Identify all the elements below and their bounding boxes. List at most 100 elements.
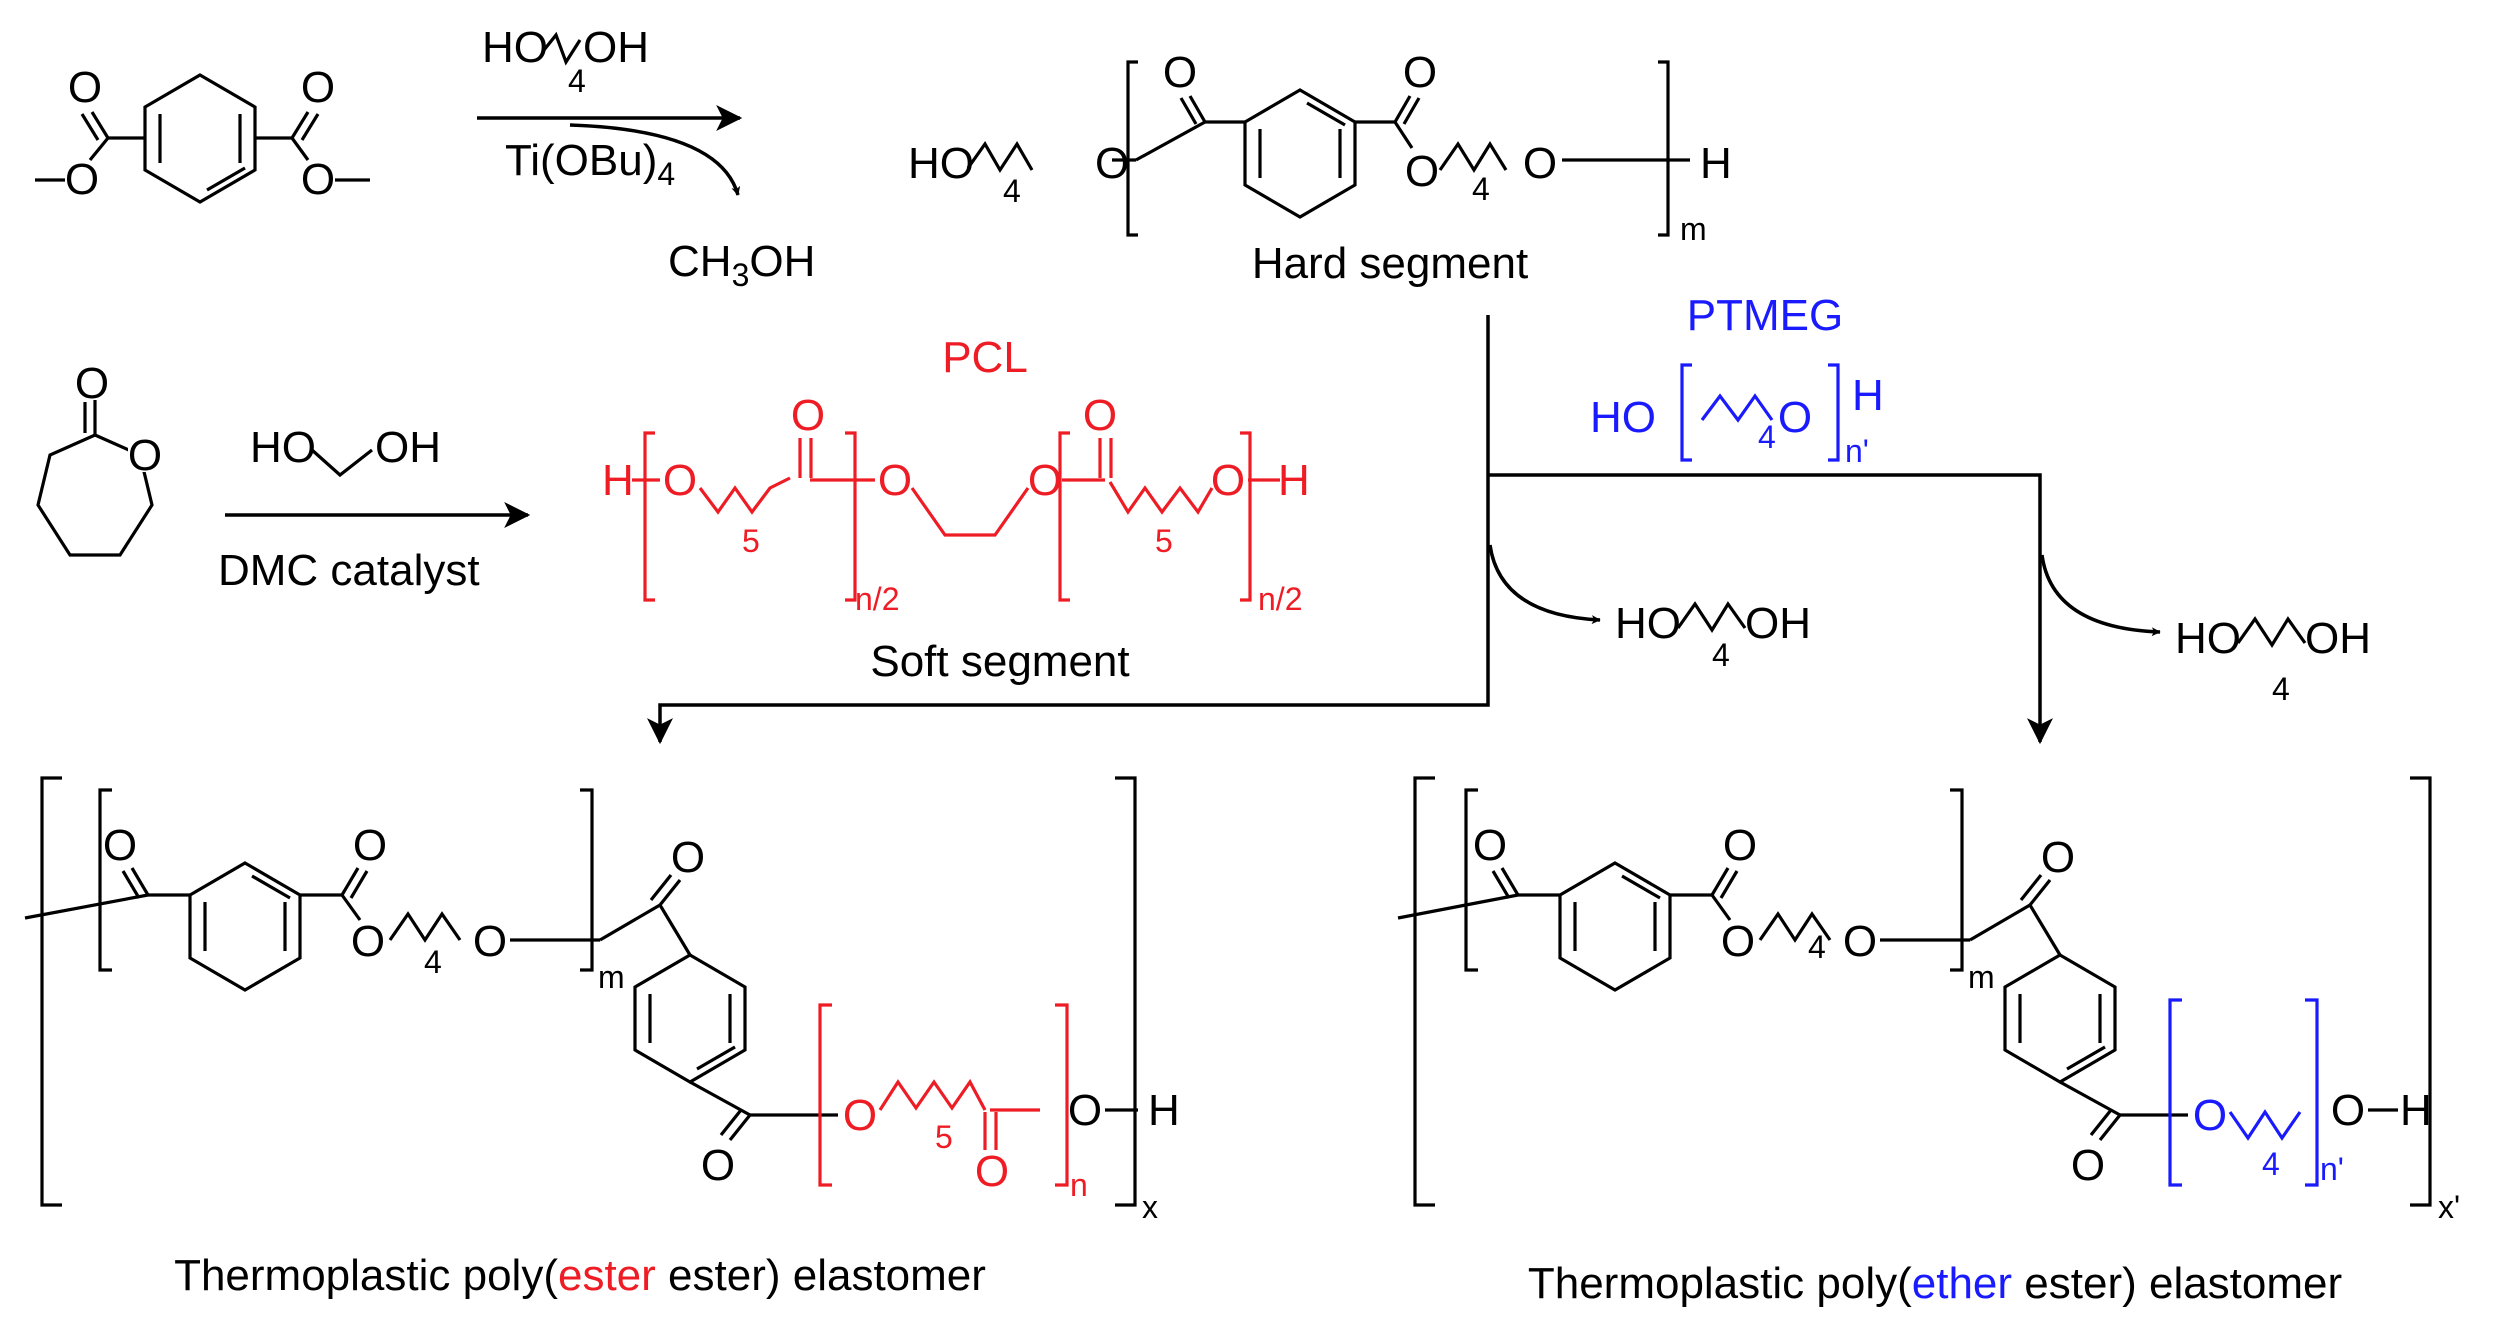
- carbonyl-bond: [290, 111, 310, 139]
- hard-segment-structure: HO 4 O O O O 4 O m H Hard segment: [908, 48, 1732, 288]
- pentylene-chain: [698, 476, 791, 515]
- ester-oxygen: O: [65, 155, 99, 204]
- ptmeg-oxygen: O: [1778, 393, 1812, 442]
- soft-bracket-right: [1055, 1003, 1069, 1187]
- hard-repeat-m: m: [1968, 959, 1995, 995]
- dmc-catalyst-label: DMC catalyst: [218, 546, 480, 595]
- ptmeg-structure: PTMEG HO 4 O n' H: [1590, 291, 1884, 469]
- carbonyl-bond: [300, 113, 320, 141]
- hard-bracket-left: [98, 788, 112, 972]
- ester-oxygen: O: [1843, 917, 1877, 966]
- carbonyl-oxygen: O: [1403, 48, 1437, 97]
- carbonyl-bond: [1500, 867, 1520, 896]
- hard-end-group-ho: HO: [908, 139, 974, 188]
- ptmeg-chain-subscript: 4: [1758, 419, 1776, 455]
- soft-oxygen: O: [2193, 1091, 2227, 1140]
- bond: [599, 903, 661, 942]
- flow-arrows: [647, 315, 2161, 745]
- carbonyl-oxygen: O: [791, 391, 825, 440]
- diol-release-arrow-2: [2040, 554, 2161, 637]
- carbonyl-oxygen: O: [353, 821, 387, 870]
- hard-end-group-h: H: [1700, 139, 1732, 188]
- bond: [1393, 121, 1414, 149]
- pentylene-chain: [1108, 481, 1214, 515]
- carbonyl-bond: [340, 867, 360, 896]
- carbonyl-bond: [2028, 879, 2052, 906]
- tpee-ester-ester-caption: Thermoplastic poly(ester ester) elastome…: [174, 1251, 986, 1300]
- ester-oxygen: O: [351, 917, 385, 966]
- carbonyl-bond: [1393, 95, 1412, 123]
- pcl-name: PCL: [942, 333, 1028, 382]
- soft-chain-subscript: 5: [742, 523, 760, 559]
- carbonyl-bond: [1719, 870, 1739, 899]
- soft-repeat: n/2: [855, 581, 899, 617]
- ring-double-bond: [696, 1045, 736, 1071]
- soft-segment-label: Soft segment: [870, 637, 1129, 686]
- butylene-chain: [1700, 393, 1774, 423]
- soft-end-h-left: H: [602, 456, 634, 505]
- butanediol-byproduct-1: HO 4 OH: [1615, 599, 1811, 673]
- carbonyl-bond: [90, 111, 110, 139]
- carbonyl-bond: [728, 1114, 752, 1141]
- hard-repeat-m: m: [1680, 211, 1707, 247]
- carbonyl-oxygen: O: [1083, 391, 1117, 440]
- carbonyl-oxygen: O: [1723, 821, 1757, 870]
- terminal-oxygen: O: [2331, 1086, 2365, 1135]
- soft-bracket: [643, 431, 655, 602]
- carbonyl-oxygen: O: [701, 1141, 735, 1190]
- carbonyl-bond: [658, 879, 682, 906]
- carbonyl-oxygen: O: [1163, 48, 1197, 97]
- carbonyl-oxygen: O: [2071, 1141, 2105, 1190]
- tpee-ester-ester-structure: O O O 4 O m O O O 5: [24, 776, 1180, 1300]
- carbonyl-bond: [121, 870, 141, 899]
- diol-chain: [542, 31, 582, 66]
- carbonyl-oxygen: O: [1473, 821, 1507, 870]
- soft-oxygen: O: [843, 1091, 877, 1140]
- soft-bracket-right: [2305, 998, 2319, 1187]
- soft-bracket-left: [2168, 998, 2182, 1187]
- soft-bracket: [1058, 431, 1070, 602]
- ring-double-bond: [1306, 101, 1346, 127]
- ester-oxygen: O: [473, 917, 507, 966]
- carbonyl-bond: [130, 867, 150, 896]
- carbonyl-bond: [1179, 97, 1198, 125]
- diol-chain: [2236, 616, 2307, 648]
- hard-bracket-left: [1464, 788, 1478, 972]
- bond: [1135, 120, 1206, 162]
- tpee-ether-ester-caption: Thermoplastic poly(ether ester) elastome…: [1528, 1259, 2342, 1308]
- outer-repeat-x: x: [1142, 1189, 1158, 1225]
- diol-right: OH: [2305, 614, 2371, 663]
- bond: [1969, 903, 2031, 942]
- outer-bracket-left: [40, 776, 62, 1207]
- soft-oxygen: O: [1028, 456, 1062, 505]
- ring-double-bond: [206, 166, 246, 192]
- carbonyl-bond: [719, 1109, 743, 1136]
- ring-oxygen: O: [128, 431, 162, 480]
- carbonyl-oxygen: O: [103, 821, 137, 870]
- carbonyl-oxygen: O: [975, 1147, 1009, 1196]
- hard-chain-subscript: 4: [1472, 171, 1490, 207]
- diol-reagent-right: OH: [583, 23, 649, 72]
- dimethyl-terephthalate: O O O O: [35, 63, 370, 204]
- terminal-h: H: [2400, 1086, 2432, 1135]
- diol-left: HO: [1615, 599, 1681, 648]
- carbonyl-bond: [349, 870, 369, 899]
- chain-subscript: 4: [424, 944, 442, 980]
- tpee-ether-ester-structure: O O O 4 O m O O O 4 n': [1397, 776, 2460, 1308]
- diol-subscript: 4: [2272, 671, 2290, 707]
- glycol-chain: [310, 448, 373, 478]
- hard-oxygen: O: [1523, 139, 1557, 188]
- diol-reagent-left: HO: [482, 23, 548, 72]
- bond: [24, 893, 149, 920]
- glycol-reagent-right: OH: [375, 423, 441, 472]
- carbonyl-bond: [2019, 874, 2043, 901]
- soft-oxygen: O: [663, 456, 697, 505]
- outer-bracket-right: [2410, 776, 2432, 1207]
- outer-bracket-left: [1413, 776, 1435, 1207]
- butylene-chain: [1758, 911, 1832, 943]
- ring-double-bond: [251, 874, 291, 900]
- outer-bracket-right: [1115, 776, 1137, 1207]
- hard-repeat-m: m: [598, 959, 625, 995]
- soft-repeat: n/2: [1258, 581, 1302, 617]
